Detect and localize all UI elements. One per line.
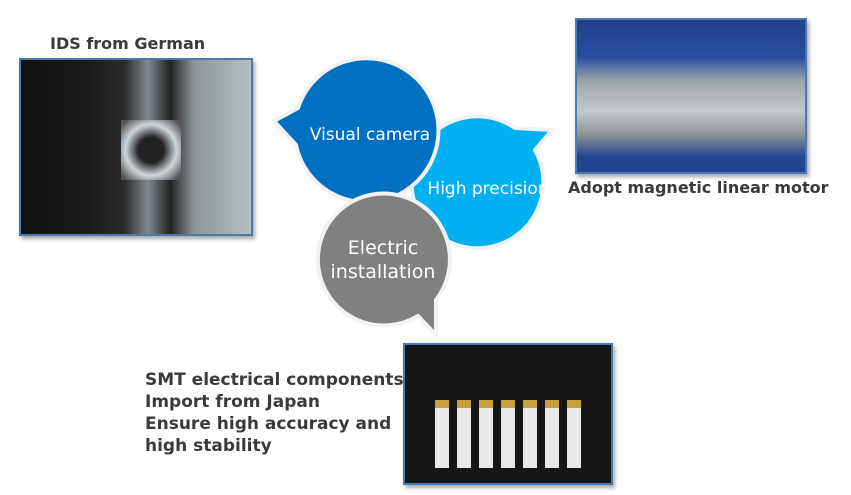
linear-motor-caption: Adopt magnetic linear motor: [568, 178, 829, 197]
electrical-components-photo: [403, 343, 613, 485]
bubble-label: High precision: [427, 179, 548, 199]
bubble-label: installation: [331, 261, 436, 283]
bubble-visual-camera: Visual camera: [272, 56, 441, 205]
electrical-description: SMT electrical components Import from Ja…: [145, 369, 404, 457]
camera-photo: [19, 58, 253, 236]
bubble-label: Visual camera: [310, 125, 430, 145]
desc-line: high stability: [145, 436, 272, 456]
desc-line: Ensure high accuracy and: [145, 414, 392, 434]
bubble-electric-installation: Electric installation: [315, 191, 452, 337]
camera-lens: [121, 120, 181, 180]
bubble-label: Electric: [348, 237, 418, 259]
desc-line: Import from Japan: [145, 392, 320, 412]
linear-motor-photo: [575, 18, 807, 174]
ids-caption: IDS from German: [50, 34, 206, 53]
desc-line: SMT electrical components: [145, 370, 404, 390]
